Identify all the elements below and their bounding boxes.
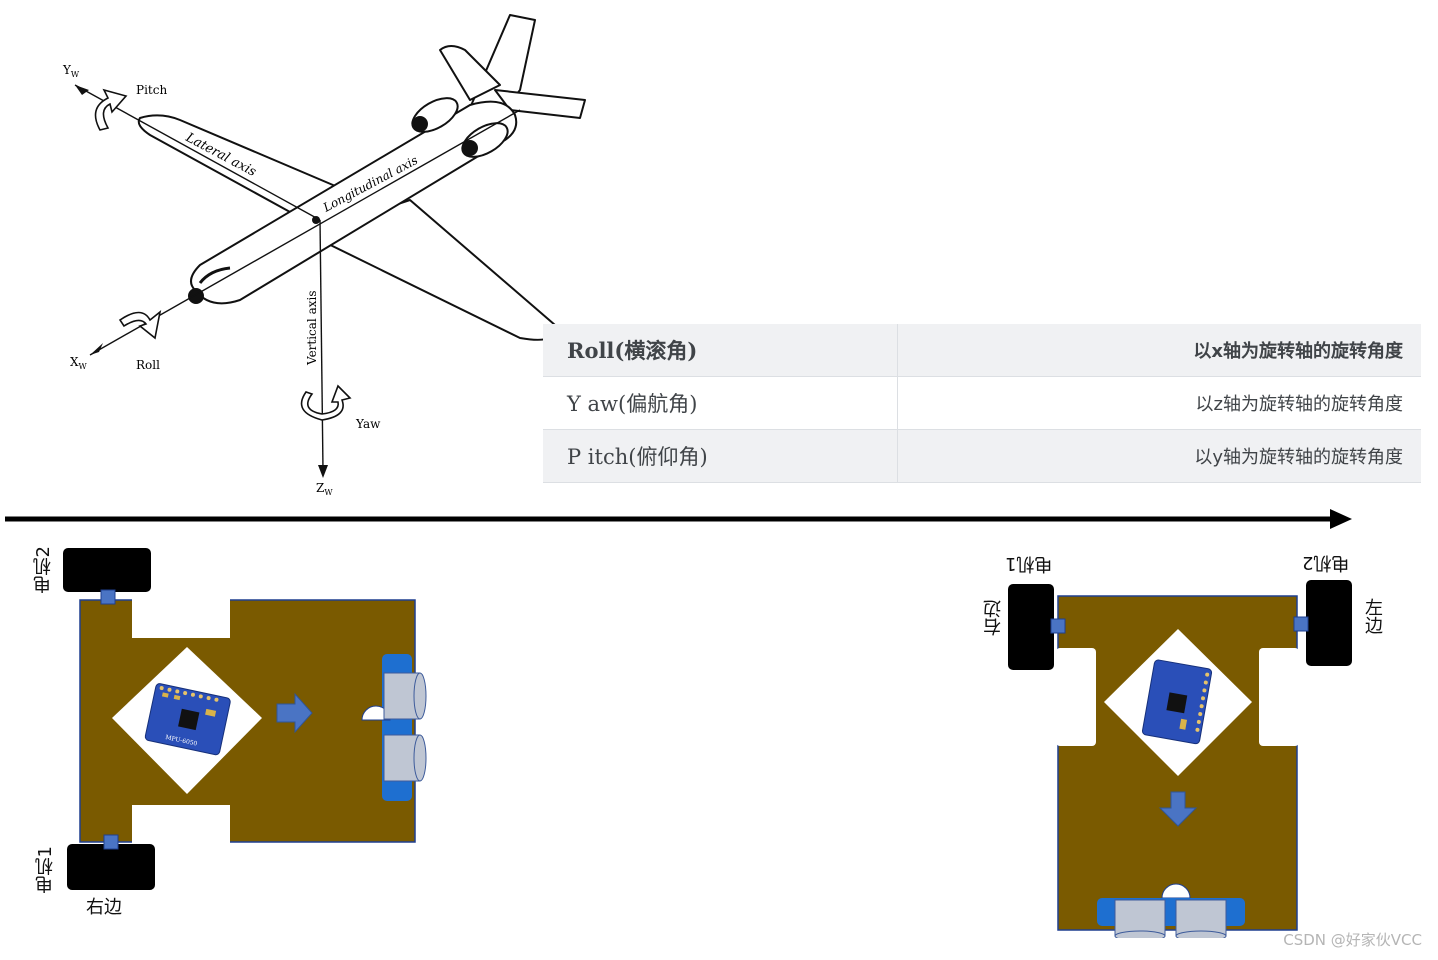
roll-label: Roll (136, 358, 160, 372)
pitch-rotation-icon (94, 88, 128, 131)
xw-label: XW (70, 355, 88, 371)
wheel-motor1 (1008, 584, 1054, 670)
table-cell-name: Y aw(偏航角) (543, 376, 898, 430)
wheel-motor2 (1306, 580, 1352, 666)
table-cell-name: Roll(横滚角) (543, 324, 898, 377)
table-row: P itch(俯仰角) 以y轴为旋转轴的旋转角度 (543, 429, 1421, 483)
tail-stabilizer-left (439, 45, 501, 101)
car-right (1008, 580, 1352, 938)
pitch-label: Pitch (136, 83, 167, 97)
left-side-label-right: 左边 (1362, 598, 1383, 634)
wheel-motor1 (67, 844, 155, 890)
table-row: Roll(横滚角) 以x轴为旋转轴的旋转角度 (543, 324, 1421, 377)
table-cell-name: P itch(俯仰角) (543, 429, 898, 483)
motor1-label-left: 电机1 (35, 846, 56, 894)
vertical-axis-line (319, 219, 324, 471)
forward-arrow-icon (276, 692, 313, 734)
longitudinal-axis-line (89, 109, 521, 356)
table-row: Y aw(偏航角) 以z轴为旋转轴的旋转角度 (543, 376, 1421, 430)
yaw-rotation-icon (300, 384, 352, 421)
yaw-label: Yaw (355, 417, 381, 431)
forward-arrow-icon (1158, 791, 1198, 827)
vertical-axis-label: Vertical axis (305, 290, 319, 366)
mpu6050-sensor: MPU-6050 (144, 683, 231, 756)
wheel-motor2 (63, 548, 151, 592)
rotation-angle-table: Roll(横滚角) 以x轴为旋转轴的旋转角度 Y aw(偏航角) 以z轴为旋转轴… (543, 324, 1421, 483)
table-cell-desc: 以x轴为旋转轴的旋转角度 (897, 324, 1421, 377)
watermark: CSDN @好家伙VCC (1283, 931, 1422, 949)
airplane-diagram: YW Pitch XW Roll Yaw ZW Lateral axis Lon… (62, 14, 586, 497)
right-side-label-left: 右边 (86, 897, 122, 918)
zw-label: ZW (316, 481, 333, 497)
mpu6050-sensor (1141, 659, 1213, 745)
motor1-label-right: 电机1 (1005, 553, 1053, 574)
divider-arrow (5, 509, 1352, 529)
tail-stabilizer-right (494, 89, 586, 119)
motor2-label-left: 电机2 (33, 546, 54, 594)
fuselage (190, 100, 518, 305)
yw-label: YW (62, 63, 80, 79)
roll-rotation-icon (118, 310, 162, 340)
car-left: MPU-6050 (63, 548, 427, 890)
motor2-label-right: 电机2 (1302, 552, 1350, 573)
table-cell-desc: 以y轴为旋转轴的旋转角度 (897, 429, 1421, 483)
table-cell-desc: 以z轴为旋转轴的旋转角度 (897, 376, 1421, 430)
right-side-label-right: 右边 (983, 600, 1004, 636)
